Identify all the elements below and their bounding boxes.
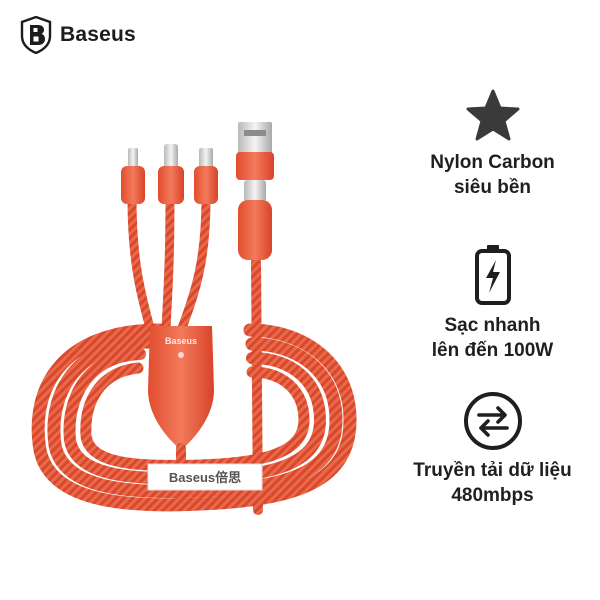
feature-line1: Truyền tải dữ liệu [413, 460, 572, 481]
feature-line1: Nylon Carbon [430, 152, 555, 173]
splitter-brand-label: Baseus [165, 336, 197, 346]
data-transfer-arrows-icon [463, 392, 522, 450]
feature-item-nylon: Nylon Carbon siêu bền [395, 88, 590, 200]
product-image: Baseus Baseus倍思 [0, 90, 385, 550]
feature-text-nylon: Nylon Carbon siêu bền [395, 150, 590, 200]
brand-logo: Baseus [20, 16, 136, 54]
cable-sleeve-label: Baseus倍思 [169, 470, 241, 485]
brand-name: Baseus [60, 23, 136, 46]
feature-text-charging: Sạc nhanh lên đến 100W [395, 313, 590, 363]
feature-line2: lên đến 100W [431, 340, 554, 361]
feature-line1: Sạc nhanh [444, 315, 541, 336]
feature-line2: 480mbps [451, 485, 534, 506]
feature-text-data-transfer: Truyền tải dữ liệu 480mbps [395, 458, 590, 508]
three-in-one-braided-cable-icon: Baseus Baseus倍思 [31, 122, 357, 515]
feature-item-charging: Sạc nhanh lên đến 100W [395, 243, 590, 363]
baseus-shield-b-icon [20, 16, 52, 54]
star-icon [466, 89, 519, 141]
feature-line2: siêu bền [453, 177, 532, 198]
battery-charging-icon [474, 245, 511, 305]
feature-item-data-transfer: Truyền tải dữ liệu 480mbps [395, 390, 590, 508]
